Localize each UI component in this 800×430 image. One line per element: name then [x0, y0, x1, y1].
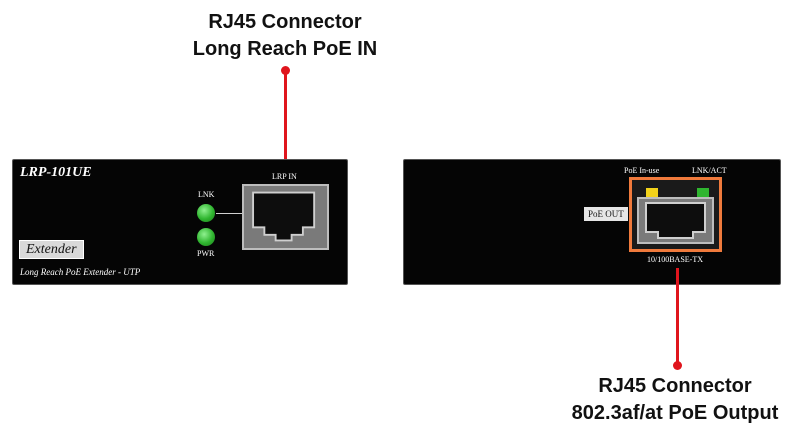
front-panel: LRP-101UE LNK PWR LRP IN Extender Long R… — [12, 159, 348, 285]
callout-poe-in: RJ45 Connector Long Reach PoE IN — [170, 9, 400, 63]
led-pwr-label: PWR — [197, 249, 215, 258]
leader-line-top — [284, 70, 287, 159]
rj45-port-icon — [252, 191, 316, 242]
callout-poe-in-line1: RJ45 Connector — [208, 11, 362, 33]
callout-poe-in-line2: Long Reach PoE IN — [192, 38, 378, 60]
extender-badge: Extender — [19, 240, 84, 259]
lrp-in-port — [242, 184, 329, 250]
poe-in-use-label: PoE In-use — [624, 166, 660, 175]
led-lnk-connector — [216, 213, 242, 214]
poe-out-port-frame — [629, 177, 722, 252]
rj45-port-icon — [637, 197, 714, 244]
poe-out-tag: PoE OUT — [584, 207, 628, 221]
port-label-10-100: 10/100BASE-TX — [647, 255, 703, 264]
callout-poe-out-line1: RJ45 Connector — [598, 375, 752, 397]
port-label-lrp-in: LRP IN — [272, 172, 297, 181]
poe-out-port — [636, 184, 715, 245]
model-name: LRP-101UE — [20, 165, 92, 180]
leader-line-bottom — [676, 268, 679, 365]
rear-panel: PoE In-use LNK/ACT PoE OUT 10/100BASE-TX — [403, 159, 781, 285]
led-pwr — [197, 228, 215, 246]
led-lnk-label: LNK — [198, 190, 215, 199]
callout-poe-out-line2: 802.3af/at PoE Output — [571, 402, 779, 424]
poe-in-use-led — [646, 188, 658, 197]
callout-poe-out: RJ45 Connector 802.3af/at PoE Output — [555, 373, 795, 427]
leader-dot-bottom — [673, 361, 682, 370]
led-lnk — [197, 204, 215, 222]
product-tagline: Long Reach PoE Extender - UTP — [20, 267, 141, 277]
lnk-act-led — [697, 188, 709, 197]
lnk-act-label: LNK/ACT — [692, 166, 727, 175]
